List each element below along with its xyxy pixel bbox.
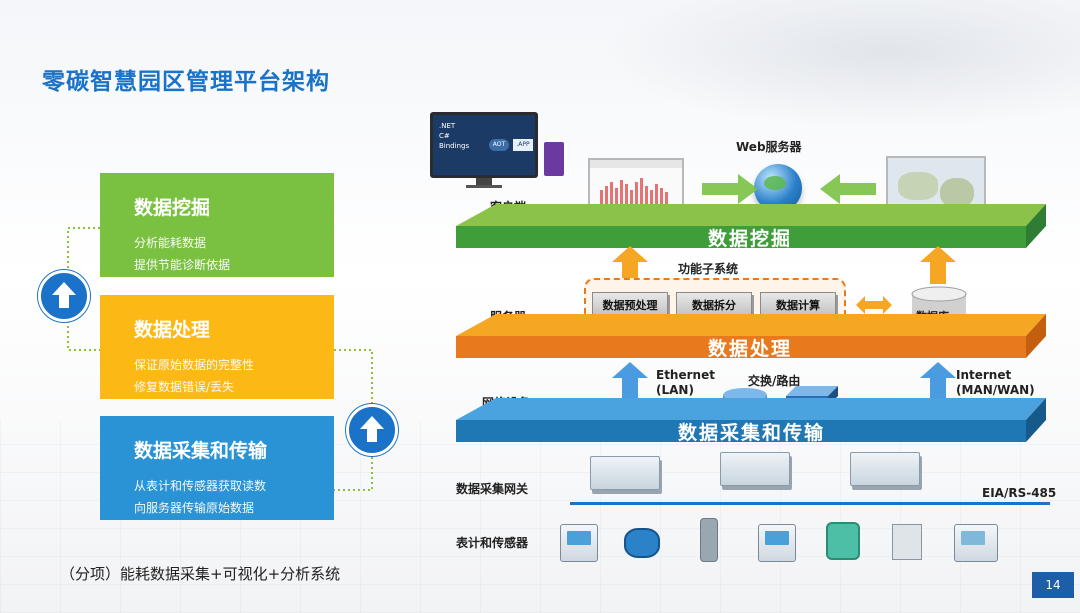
switch-label: 交换/路由 bbox=[748, 374, 801, 388]
ethernet-label: Ethernet (LAN) bbox=[656, 368, 715, 398]
power-meter-icon bbox=[758, 524, 796, 562]
rs485-bus-line bbox=[570, 502, 1050, 505]
subsystem-label: 功能子系统 bbox=[678, 262, 739, 276]
heat-meter-icon bbox=[826, 522, 860, 560]
up-arrow-icon bbox=[920, 246, 956, 284]
ethernet-line: Ethernet bbox=[656, 368, 715, 382]
flow-connector-lines bbox=[67, 227, 373, 491]
meters-label: 表计和传感器 bbox=[456, 536, 529, 550]
layer-processing-bar bbox=[456, 314, 1046, 358]
internet-line: Internet bbox=[956, 368, 1012, 382]
gateway-device-icon bbox=[720, 452, 790, 486]
app-badge: .APP bbox=[513, 139, 533, 151]
right-arrow-icon bbox=[702, 174, 758, 204]
layer-mining-bar bbox=[456, 204, 1046, 248]
up-arrow-icon bbox=[38, 270, 90, 322]
card-data-mining: 数据挖掘 分析能耗数据 提供节能诊断依据 bbox=[100, 173, 334, 277]
background-map-shade bbox=[600, 0, 1080, 130]
card-line: 向服务器传输原始数据 bbox=[134, 501, 255, 515]
internet-label: Internet (MAN/WAN) bbox=[956, 368, 1035, 398]
gateway-device-icon bbox=[850, 452, 920, 486]
internet-line: (MAN/WAN) bbox=[956, 383, 1035, 397]
layer-collection-text: 数据采集和传输 bbox=[678, 422, 826, 444]
flow-sensor-icon bbox=[700, 518, 718, 562]
left-arrow-icon bbox=[820, 174, 876, 204]
water-meter-icon bbox=[624, 528, 660, 558]
page-number: 14 bbox=[1032, 572, 1074, 598]
page-title: 零碳智慧园区管理平台架构 bbox=[42, 69, 330, 95]
software-line: C# bbox=[439, 132, 450, 140]
up-arrow-icon bbox=[612, 362, 648, 402]
gateway-label: 数据采集网关 bbox=[456, 482, 529, 496]
gas-meter-icon bbox=[892, 524, 922, 560]
bus-label: EIA/RS-485 bbox=[982, 486, 1057, 500]
layer-collection-bar bbox=[456, 398, 1046, 442]
card-data-collection: 数据采集和传输 从表计和传感器获取读数 向服务器传输原始数据 bbox=[100, 416, 334, 520]
card-line: 从表计和传感器获取读数 bbox=[134, 479, 267, 493]
card-line: 修复数据错误/丢失 bbox=[134, 380, 235, 394]
card-title: 数据处理 bbox=[134, 319, 211, 341]
layer-mining-text: 数据挖掘 bbox=[708, 228, 793, 250]
card-line: 分析能耗数据 bbox=[134, 236, 207, 250]
aot-badge: AOT bbox=[489, 139, 509, 151]
software-line: .NET bbox=[439, 122, 456, 130]
monitor-base-icon bbox=[466, 185, 502, 188]
client-monitor-icon: .NET C# Bindings AOT .APP bbox=[430, 112, 538, 178]
monitor-stand-icon bbox=[476, 178, 492, 186]
card-line: 提供节能诊断依据 bbox=[134, 258, 231, 272]
phone-app-icon bbox=[544, 142, 564, 176]
card-line: 保证原始数据的完整性 bbox=[134, 358, 255, 372]
card-data-processing: 数据处理 保证原始数据的完整性 修复数据错误/丢失 bbox=[100, 295, 334, 399]
gateway-device-icon bbox=[590, 456, 660, 490]
meter-device-icon bbox=[560, 524, 598, 562]
sensor-box-icon bbox=[954, 524, 998, 562]
layer-processing-text: 数据处理 bbox=[708, 338, 793, 360]
double-arrow-icon bbox=[856, 296, 892, 314]
up-arrow-icon bbox=[346, 404, 398, 456]
card-title: 数据挖掘 bbox=[134, 197, 211, 219]
bottom-caption: （分项）能耗数据采集+可视化+分析系统 bbox=[60, 565, 341, 583]
card-title: 数据采集和传输 bbox=[134, 440, 268, 462]
ethernet-line: (LAN) bbox=[656, 383, 694, 397]
architecture-diagram: .NET C# Bindings AOT .APP Web服务器 bbox=[430, 100, 1056, 570]
up-arrow-icon bbox=[920, 362, 956, 402]
web-server-label: Web服务器 bbox=[736, 140, 802, 154]
up-arrow-icon bbox=[612, 246, 648, 278]
software-line: Bindings bbox=[439, 142, 470, 150]
